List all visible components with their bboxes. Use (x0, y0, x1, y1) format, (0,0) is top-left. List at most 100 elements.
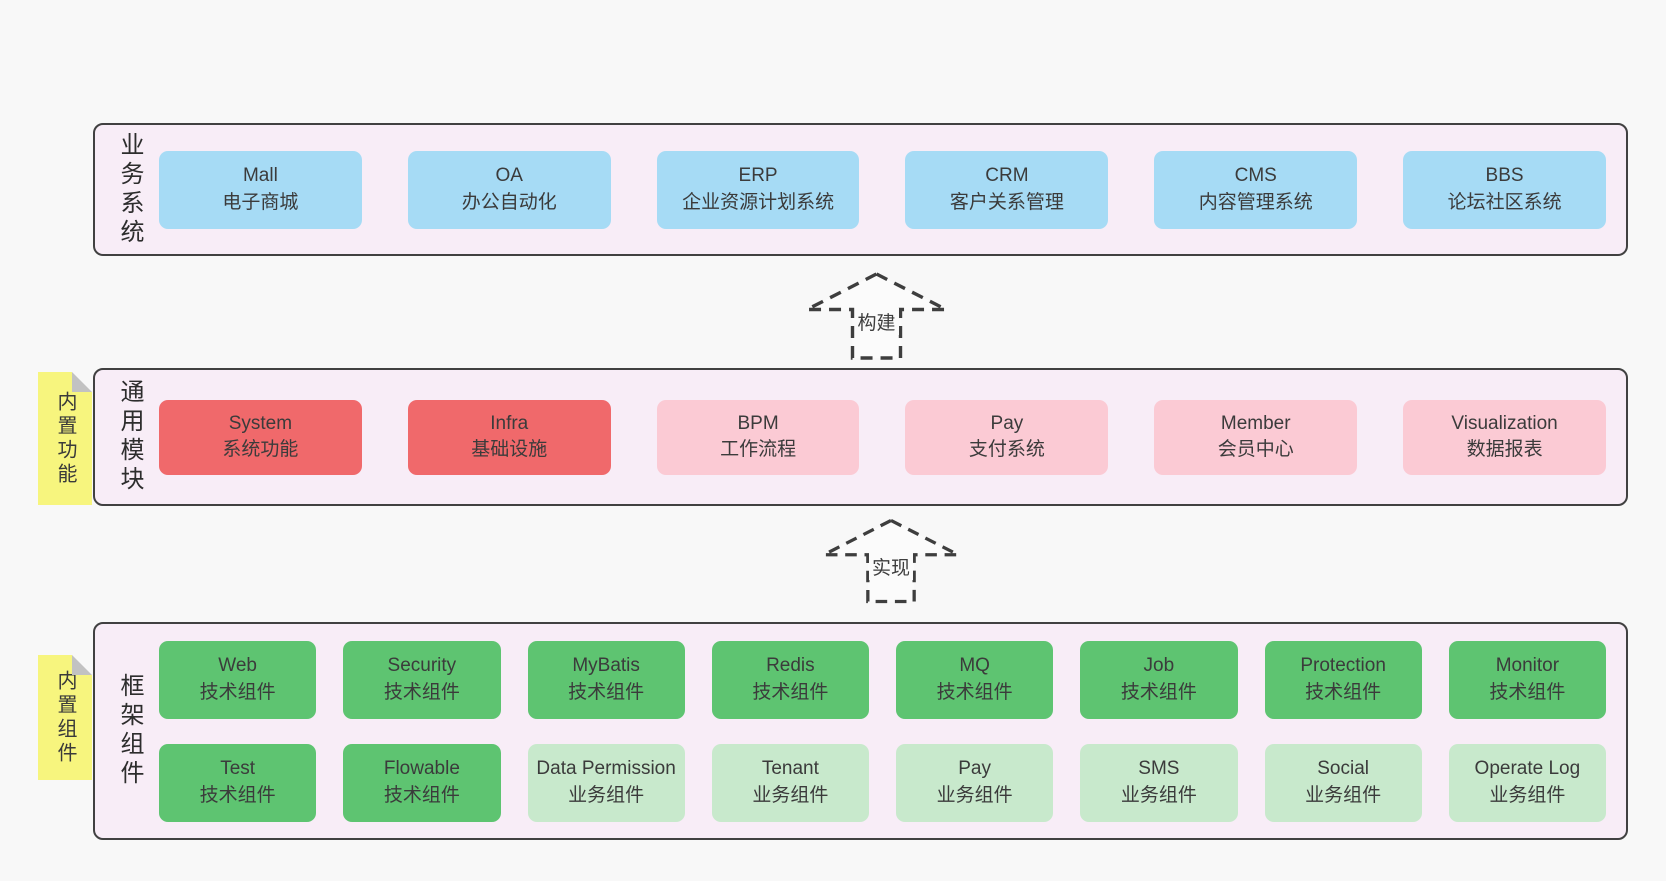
layer-label-framework-components: 框架组件 (116, 673, 143, 789)
layer-common-modules: 通用模块 System 系统功能 Infra 基础设施 BPM 工作流程 Pay… (93, 368, 1628, 506)
box-desc: 业务组件 (1489, 784, 1566, 806)
sticky-built-in-components: 内置组件 (38, 655, 92, 780)
box-name: BPM (737, 412, 779, 434)
sticky-built-in-features: 内置功能 (38, 372, 92, 505)
box-test: Test 技术组件 (159, 743, 317, 822)
box-name: Pay (990, 412, 1024, 434)
box-name: Visualization (1451, 412, 1558, 434)
box-desc: 数据报表 (1466, 439, 1543, 460)
box-name: SMS (1138, 758, 1180, 780)
box-name: Pay (958, 758, 991, 780)
box-name: Protection (1300, 655, 1386, 677)
box-desc: 业务组件 (752, 784, 829, 806)
sticky-text: 内置组件 (54, 669, 76, 766)
box-member: Member 会员中心 (1154, 399, 1358, 475)
box-security: Security 技术组件 (343, 640, 501, 719)
box-desc: 电子商城 (222, 191, 299, 213)
box-name: Flowable (383, 758, 460, 780)
box-job: Job 技术组件 (1080, 640, 1238, 719)
box-name: Redis (766, 655, 815, 677)
box-desc: 技术组件 (936, 681, 1013, 703)
box-oa: OA 办公自动化 (407, 150, 611, 229)
implement-arrow-label: 实现 (868, 553, 914, 580)
box-desc: 工作流程 (720, 439, 797, 460)
box-mq: MQ 技术组件 (896, 640, 1054, 719)
box-desc: 企业资源计划系统 (682, 191, 835, 213)
build-arrow-label: 构建 (854, 308, 899, 335)
box-desc: 支付系统 (968, 439, 1045, 460)
layer-label-business-systems: 业务系统 (116, 131, 143, 248)
box-desc: 内容管理系统 (1198, 191, 1313, 213)
box-name: Tenant (761, 758, 819, 780)
box-redis: Redis 技术组件 (711, 640, 869, 719)
box-flowable: Flowable 技术组件 (343, 743, 501, 822)
box-desc: 业务组件 (568, 784, 645, 806)
box-desc: 会员中心 (1217, 439, 1294, 460)
box-desc: 技术组件 (199, 784, 276, 806)
box-erp: ERP 企业资源计划系统 (656, 150, 860, 229)
box-desc: 技术组件 (199, 681, 276, 703)
box-name: CRM (985, 165, 1029, 187)
box-mybatis: MyBatis 技术组件 (527, 640, 685, 719)
box-web: Web 技术组件 (159, 640, 317, 719)
box-name: Job (1143, 655, 1175, 677)
box-monitor: Monitor 技术组件 (1448, 640, 1606, 719)
business-systems-grid: Mall 电子商城 OA 办公自动化 ERP 企业资源计划系统 CRM 客户关系… (159, 150, 1606, 229)
box-desc: 办公自动化 (461, 191, 557, 213)
box-protection: Protection 技术组件 (1264, 640, 1422, 719)
box-name: MQ (959, 655, 990, 677)
box-name: Member (1220, 412, 1291, 434)
framework-components-grid: Web 技术组件 Security 技术组件 MyBatis 技术组件 Redi… (159, 640, 1606, 822)
box-desc: 技术组件 (1489, 681, 1566, 703)
layer-business-systems: 业务系统 Mall 电子商城 OA 办公自动化 ERP 企业资源计划系统 CRM… (93, 123, 1628, 256)
box-operate-log: Operate Log 业务组件 (1448, 743, 1606, 822)
box-visualization: Visualization 数据报表 (1403, 399, 1606, 475)
box-desc: 技术组件 (752, 681, 829, 703)
box-crm: CRM 客户关系管理 (905, 150, 1109, 229)
box-sms: SMS 业务组件 (1080, 743, 1238, 822)
layer-framework-components: 框架组件 Web 技术组件 Security 技术组件 MyBatis 技术组件… (93, 622, 1628, 840)
box-name: Infra (490, 412, 529, 434)
layer-label-common-modules: 通用模块 (116, 379, 143, 495)
box-tenant: Tenant 业务组件 (711, 743, 869, 822)
box-name: Security (387, 655, 457, 677)
box-desc: 技术组件 (1305, 681, 1382, 703)
common-modules-grid: System 系统功能 Infra 基础设施 BPM 工作流程 Pay 支付系统… (159, 399, 1606, 475)
box-desc: 业务组件 (1120, 784, 1197, 806)
box-desc: 技术组件 (1120, 681, 1197, 703)
box-desc: 技术组件 (383, 784, 460, 806)
box-name: Web (218, 655, 257, 677)
box-desc: 客户关系管理 (949, 191, 1064, 213)
box-bpm: BPM 工作流程 (656, 399, 860, 475)
box-desc: 基础设施 (471, 439, 548, 460)
box-desc: 技术组件 (568, 681, 645, 703)
box-name: OA (495, 165, 523, 187)
box-name: CMS (1234, 165, 1277, 187)
box-mall: Mall 电子商城 (159, 150, 362, 229)
box-name: MyBatis (572, 655, 640, 677)
box-desc: 技术组件 (383, 681, 460, 703)
box-pay: Pay 支付系统 (905, 399, 1109, 475)
box-name: Social (1317, 758, 1369, 780)
box-desc: 业务组件 (1305, 784, 1382, 806)
box-cms: CMS 内容管理系统 (1154, 150, 1358, 229)
box-desc: 系统功能 (222, 439, 299, 460)
build-arrow: 构建 (805, 272, 948, 360)
implement-arrow: 实现 (822, 517, 960, 605)
box-data-permission: Data Permission 业务组件 (527, 743, 685, 822)
box-bbs: BBS 论坛社区系统 (1403, 150, 1606, 229)
box-name: Monitor (1495, 655, 1560, 677)
box-name: ERP (738, 165, 778, 187)
box-desc: 论坛社区系统 (1447, 191, 1562, 213)
box-name: System (228, 412, 293, 434)
box-system: System 系统功能 (159, 399, 362, 475)
box-name: BBS (1485, 165, 1524, 187)
box-pay-biz: Pay 业务组件 (896, 743, 1054, 822)
box-desc: 业务组件 (936, 784, 1013, 806)
box-name: Operate Log (1474, 758, 1581, 780)
box-social: Social 业务组件 (1264, 743, 1422, 822)
box-infra: Infra 基础设施 (407, 399, 611, 475)
box-name: Mall (242, 165, 278, 187)
box-name: Test (220, 758, 256, 780)
